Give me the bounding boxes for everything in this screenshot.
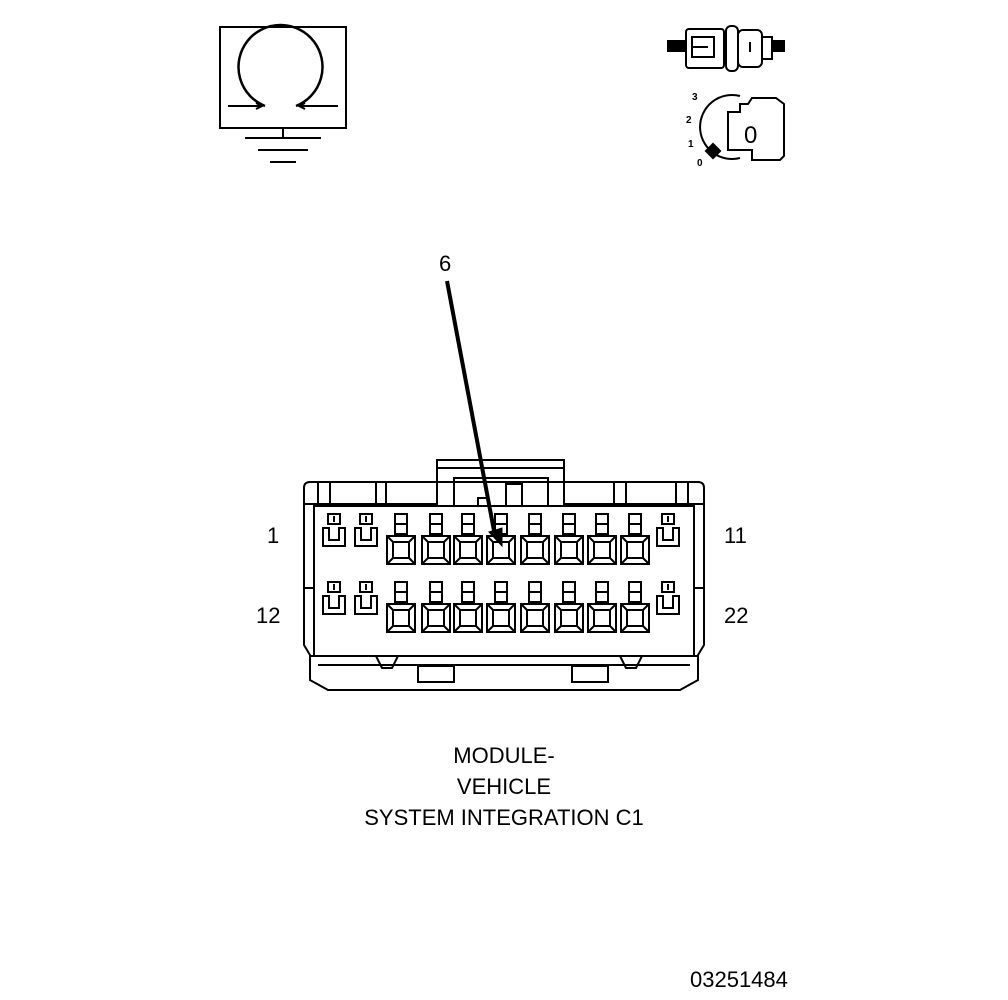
pin-22 — [656, 581, 680, 615]
pin-15 — [421, 581, 451, 633]
pin-20 — [587, 581, 617, 633]
pin-10 — [620, 513, 650, 565]
key-label: 0 — [744, 122, 758, 149]
connector-pins — [322, 513, 680, 633]
ignition-position-3: 3 — [692, 92, 698, 103]
connector-title: MODULE- VEHICLE SYSTEM INTEGRATION C1 — [254, 740, 754, 833]
pin-19 — [554, 581, 584, 633]
callout-label: 6 — [439, 251, 452, 276]
connector-body — [303, 459, 705, 691]
pin-3 — [386, 513, 416, 565]
ignition-position-2: 2 — [686, 115, 692, 126]
pin-label-22: 22 — [724, 603, 749, 628]
title-line-1: MODULE- — [453, 743, 555, 768]
pin-18 — [520, 581, 550, 633]
pin-21 — [620, 581, 650, 633]
pin-7 — [520, 513, 550, 565]
pin-4 — [421, 513, 451, 565]
ground-rotation-icon — [219, 23, 347, 163]
pin-9 — [587, 513, 617, 565]
pin-13 — [354, 581, 378, 615]
pin-16 — [453, 581, 483, 633]
callout-arrow — [445, 280, 503, 548]
ignition-key-icon — [699, 94, 785, 161]
pin-17 — [486, 581, 516, 633]
ignition-position-0: 0 — [697, 158, 703, 169]
pin-12 — [322, 581, 346, 615]
title-line-2: VEHICLE — [456, 774, 552, 799]
figure-number: 03251484 — [690, 967, 788, 992]
connector-icon — [667, 25, 785, 72]
pin-8 — [554, 513, 584, 565]
pin-11 — [656, 513, 680, 547]
pin-label-1: 1 — [267, 523, 280, 548]
pin-2 — [354, 513, 378, 547]
pin-label-11: 11 — [724, 523, 747, 548]
pin-14 — [386, 581, 416, 633]
pin-5 — [453, 513, 483, 565]
title-line-3: SYSTEM INTEGRATION C1 — [364, 805, 644, 830]
pin-1 — [322, 513, 346, 547]
pin-label-12: 12 — [256, 603, 281, 628]
ignition-position-1: 1 — [688, 139, 694, 150]
